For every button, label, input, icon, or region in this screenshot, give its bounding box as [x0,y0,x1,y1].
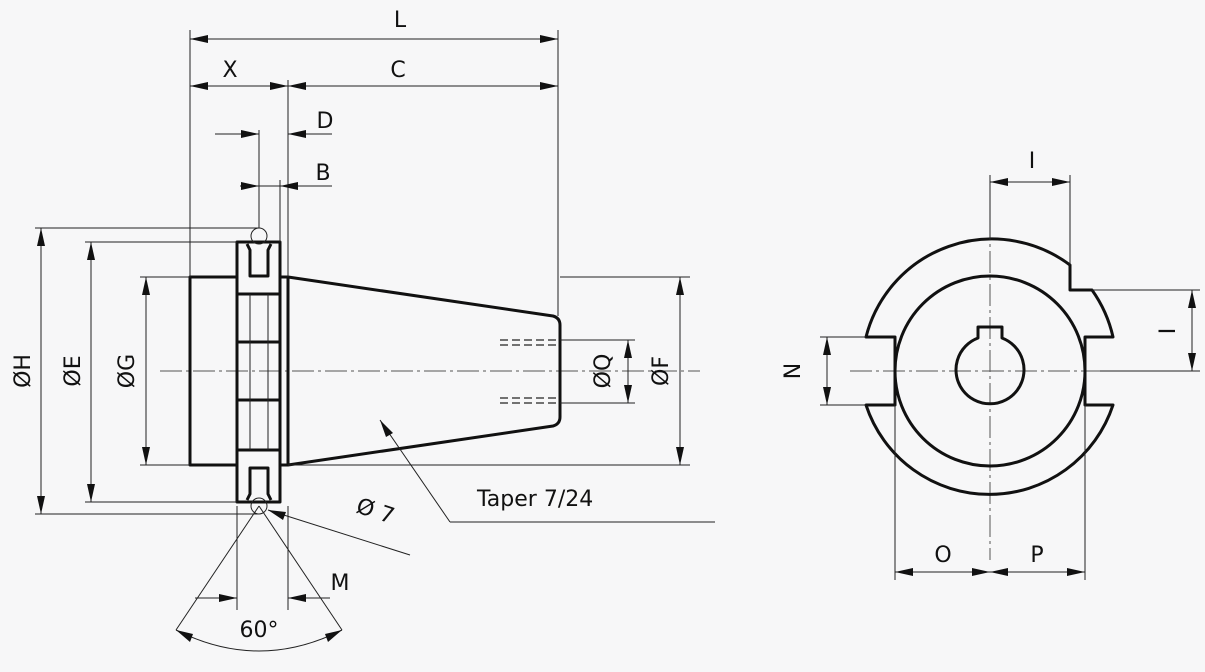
label-E: ØE [61,355,86,386]
label-B: B [315,161,330,186]
label-Q: ØQ [591,354,616,389]
label-I-side: I [1156,328,1181,335]
end-extension-lines [820,175,1200,580]
label-G: ØG [115,354,140,388]
extension-lines [35,30,690,610]
label-O: O [934,543,951,568]
label-C: C [390,58,405,83]
end-view: I I N O P [781,149,1200,580]
angle-ray-left [175,505,260,631]
label-M: M [331,571,350,596]
inner-circle [893,274,1087,468]
side-view: L X C D B ØH ØE ØG [11,8,715,652]
label-taper: Taper 7/24 [476,487,593,512]
label-D: D [317,109,334,134]
taper-cone [280,275,562,467]
bore-keyway [954,325,1026,406]
angle-arc [175,629,343,652]
label-L: L [394,8,407,33]
label-F: ØF [649,356,674,386]
label-P: P [1030,543,1043,568]
label-N: N [781,363,806,379]
flange [235,240,282,504]
label-angle: 60° [240,618,279,643]
bottom-groove [245,466,273,501]
label-H: ØH [11,354,36,388]
angle-ray-right [258,505,343,631]
label-hole: Ø 7 [353,494,397,530]
top-groove [245,243,273,278]
label-I-top: I [1029,149,1036,174]
hole-leader [267,509,411,556]
taper-leader [379,419,451,523]
label-X: X [222,58,237,83]
